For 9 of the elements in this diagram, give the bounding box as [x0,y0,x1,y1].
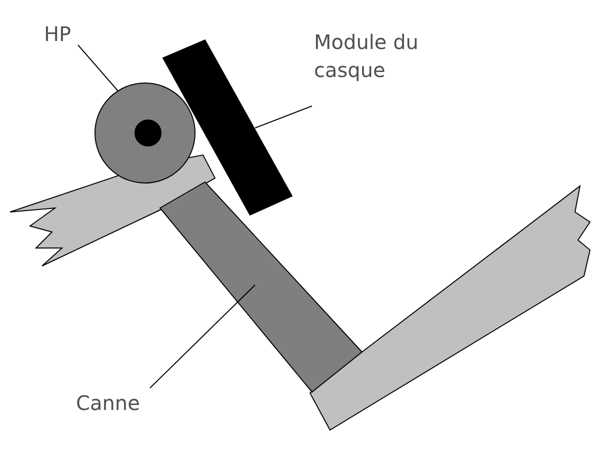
leader-line [254,106,312,128]
part-label: Canne [76,389,166,417]
leader-line [150,284,256,388]
leader-line [78,44,118,92]
part-label: Module du casque [314,28,454,84]
cane-bar [159,181,363,393]
part-label: HP [44,20,94,48]
headset-module-bar [162,39,293,216]
speaker-drawing [94,82,196,184]
